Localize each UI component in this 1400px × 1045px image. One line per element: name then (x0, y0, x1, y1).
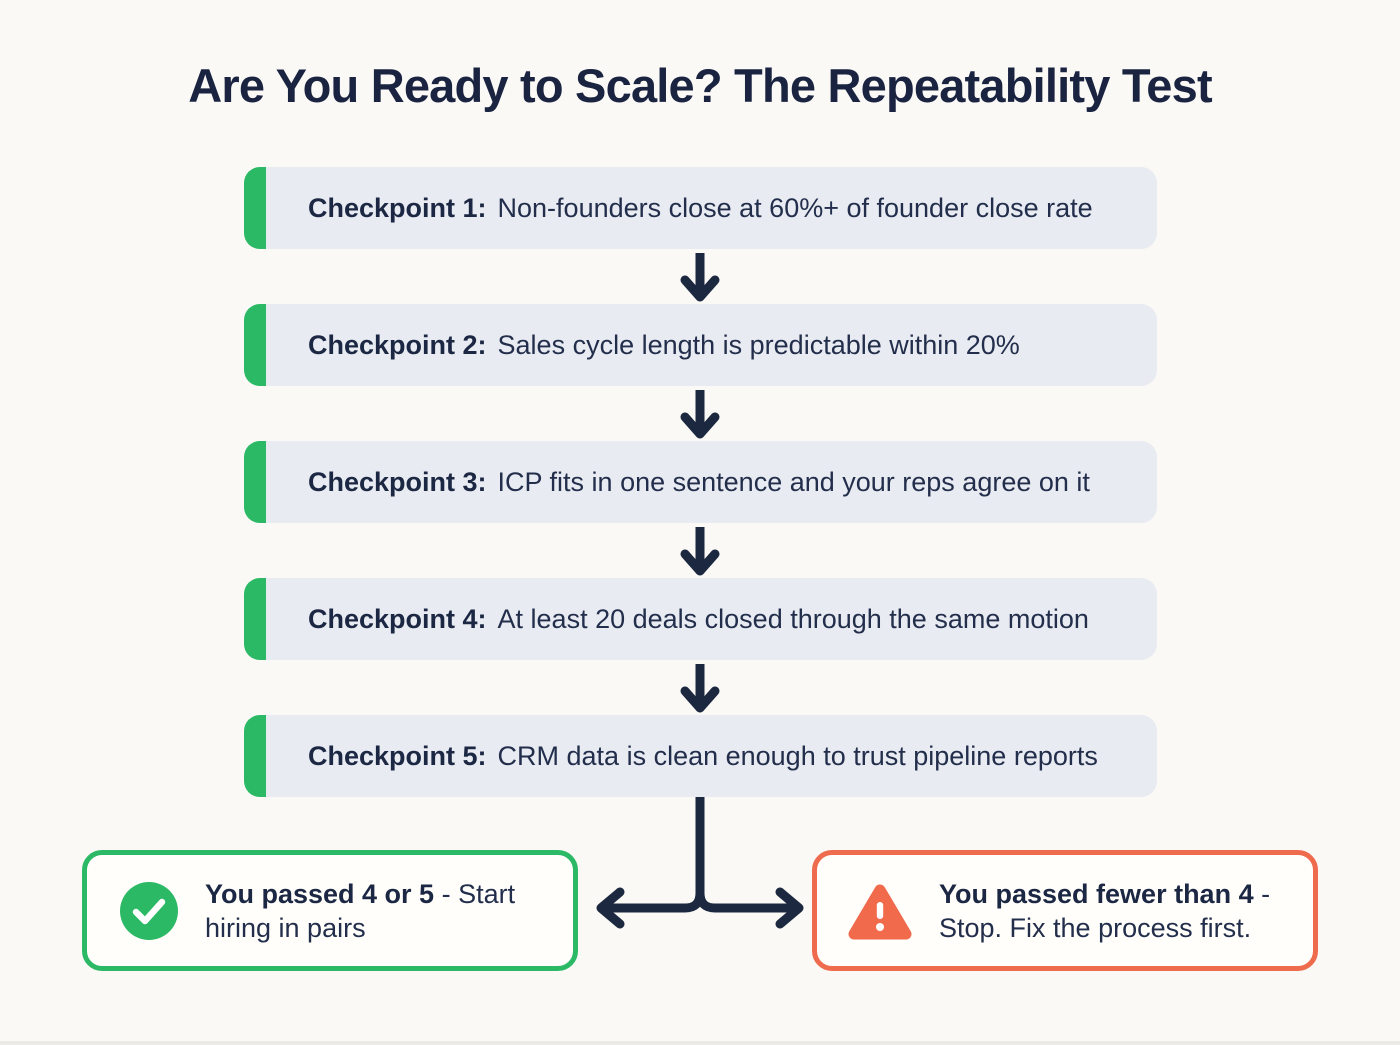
branch-arrows-icon (596, 797, 804, 929)
checkpoint-2-text: Checkpoint 2: Sales cycle length is pred… (266, 304, 1157, 386)
check-circle-icon (120, 881, 178, 940)
checkpoint-2-box: Checkpoint 2: Sales cycle length is pred… (244, 304, 1157, 386)
checkpoint-4-text: Checkpoint 4: At least 20 deals closed t… (266, 578, 1157, 660)
checkpoint-1-label: Checkpoint 1: (308, 192, 487, 223)
bottom-edge-divider (0, 1041, 1400, 1045)
checkpoint-5-text: Checkpoint 5: CRM data is clean enough t… (266, 715, 1157, 797)
success-outcome-bold: You passed 4 or 5 (205, 878, 435, 909)
checkpoint-4-description: At least 20 deals closed through the sam… (497, 603, 1089, 634)
checkpoint-5-box: Checkpoint 5: CRM data is clean enough t… (244, 715, 1157, 797)
checkpoint-3-description: ICP fits in one sentence and your reps a… (497, 466, 1090, 497)
page-title: Are You Ready to Scale? The Repeatabilit… (188, 59, 1212, 112)
checkpoint-5-description: CRM data is clean enough to trust pipeli… (497, 740, 1098, 771)
success-outcome-rest: - Start hiring in pairs (205, 878, 516, 943)
checkpoint-4-box: Checkpoint 4: At least 20 deals closed t… (244, 578, 1157, 660)
checkpoint-2-label: Checkpoint 2: (308, 329, 487, 360)
checkpoint-3-box: Checkpoint 3: ICP fits in one sentence a… (244, 441, 1157, 523)
warning-outcome-text: You passed fewer than 4 - Stop. Fix the … (939, 877, 1284, 945)
checkpoint-4-label: Checkpoint 4: (308, 603, 487, 634)
checkpoint-5-label: Checkpoint 5: (308, 740, 487, 771)
warning-outcome-rest: - Stop. Fix the process first. (939, 878, 1271, 943)
green-accent-bar (244, 578, 266, 660)
green-accent-bar (244, 441, 266, 523)
warning-outcome-card: You passed fewer than 4 - Stop. Fix the … (812, 850, 1318, 971)
green-accent-bar (244, 167, 266, 249)
down-arrow-icon (680, 527, 720, 576)
checkpoint-1-box: Checkpoint 1: Non-founders close at 60%+… (244, 167, 1157, 249)
checkpoint-3-text: Checkpoint 3: ICP fits in one sentence a… (266, 441, 1157, 523)
green-accent-bar (244, 304, 266, 386)
down-arrow-icon (680, 664, 720, 713)
green-accent-bar (244, 715, 266, 797)
success-outcome-text: You passed 4 or 5 - Start hiring in pair… (205, 877, 550, 945)
checkpoint-2-description: Sales cycle length is predictable within… (497, 329, 1020, 360)
down-arrow-icon (680, 390, 720, 439)
down-arrow-icon (680, 253, 720, 302)
warning-outcome-bold: You passed fewer than 4 (939, 878, 1254, 909)
warning-triangle-icon (848, 882, 912, 940)
checkpoint-3-label: Checkpoint 3: (308, 466, 487, 497)
success-outcome-card: You passed 4 or 5 - Start hiring in pair… (82, 850, 578, 971)
checkpoint-1-text: Checkpoint 1: Non-founders close at 60%+… (266, 167, 1157, 249)
checkpoint-1-description: Non-founders close at 60%+ of founder cl… (497, 192, 1093, 223)
